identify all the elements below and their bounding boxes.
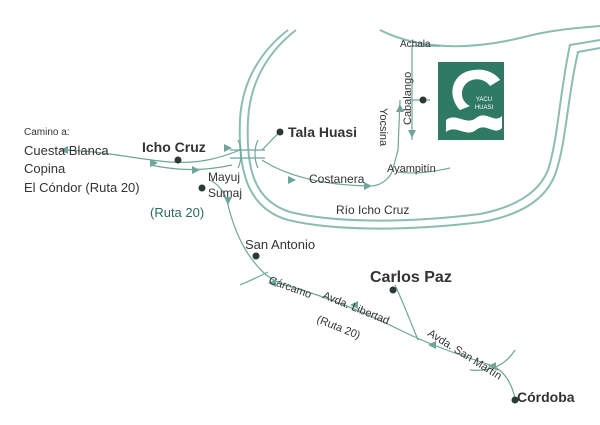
arrow-left-icon (268, 279, 276, 287)
label-san-antonio: San Antonio (245, 237, 315, 252)
label-avda-san-martin: Avda. San Martín (425, 327, 503, 382)
label-icho-cruz: Icho Cruz (142, 139, 206, 155)
label-rio-icho-cruz: Río Icho Cruz (336, 203, 409, 217)
label-el-condor: El Cóndor (Ruta 20) (24, 180, 140, 195)
label-carcamo: Cárcamo (267, 275, 313, 302)
label-costanera: Costanera (309, 172, 365, 186)
dot-icho-cruz (174, 156, 182, 164)
dot-tala-huasi (276, 128, 284, 136)
arrow-right-icon (364, 182, 372, 190)
arrow-down-icon (224, 197, 232, 205)
label-cordoba: Córdoba (517, 389, 575, 405)
town-dots (174, 96, 519, 404)
dot-cabalango (419, 96, 427, 104)
logo-text-1: YACU (476, 97, 492, 103)
label-ruta20-top: (Ruta 20) (150, 205, 204, 220)
arrow-left-icon (350, 301, 358, 309)
dot-san-antonio (252, 252, 260, 260)
arrow-left-icon (60, 146, 68, 154)
label-yocsina: Yocsina (377, 108, 389, 147)
logo-text-2: HUASI (475, 105, 494, 111)
yacu-huasi-logo: YACU HUASI (438, 62, 504, 140)
label-cuesta-blanca: Cuesta Blanca (24, 143, 109, 158)
label-carlos-paz: Carlos Paz (370, 269, 452, 286)
arrow-up-icon (396, 104, 404, 112)
label-copina: Copina (24, 161, 66, 176)
arrow-left-icon (488, 362, 496, 370)
roads (59, 45, 516, 399)
arrow-left-icon (428, 341, 436, 349)
dot-mayuj-sumaj (198, 184, 206, 192)
label-ayampitin: Ayampitín (387, 163, 436, 175)
label-achala: Achala (400, 39, 431, 50)
road-arrows (60, 104, 496, 370)
arrow-right-icon (288, 176, 296, 184)
river-icho-cruz (238, 25, 600, 230)
arrow-down-icon (408, 130, 416, 138)
dot-cordoba (511, 396, 519, 404)
label-mayuj: Mayuj (208, 170, 240, 184)
label-tala-huasi: Tala Huasi (288, 124, 357, 140)
label-ruta20-bottom: (Ruta 20) (315, 314, 362, 342)
arrow-right-icon (192, 166, 200, 174)
arrow-right-icon (150, 159, 158, 167)
dot-carlos-paz (389, 286, 397, 294)
label-cabalango: Cabalango (402, 72, 414, 125)
label-camino-a: Camino a: (24, 127, 70, 138)
arrow-right-icon (224, 144, 232, 152)
label-sumaj: Sumaj (208, 186, 242, 200)
